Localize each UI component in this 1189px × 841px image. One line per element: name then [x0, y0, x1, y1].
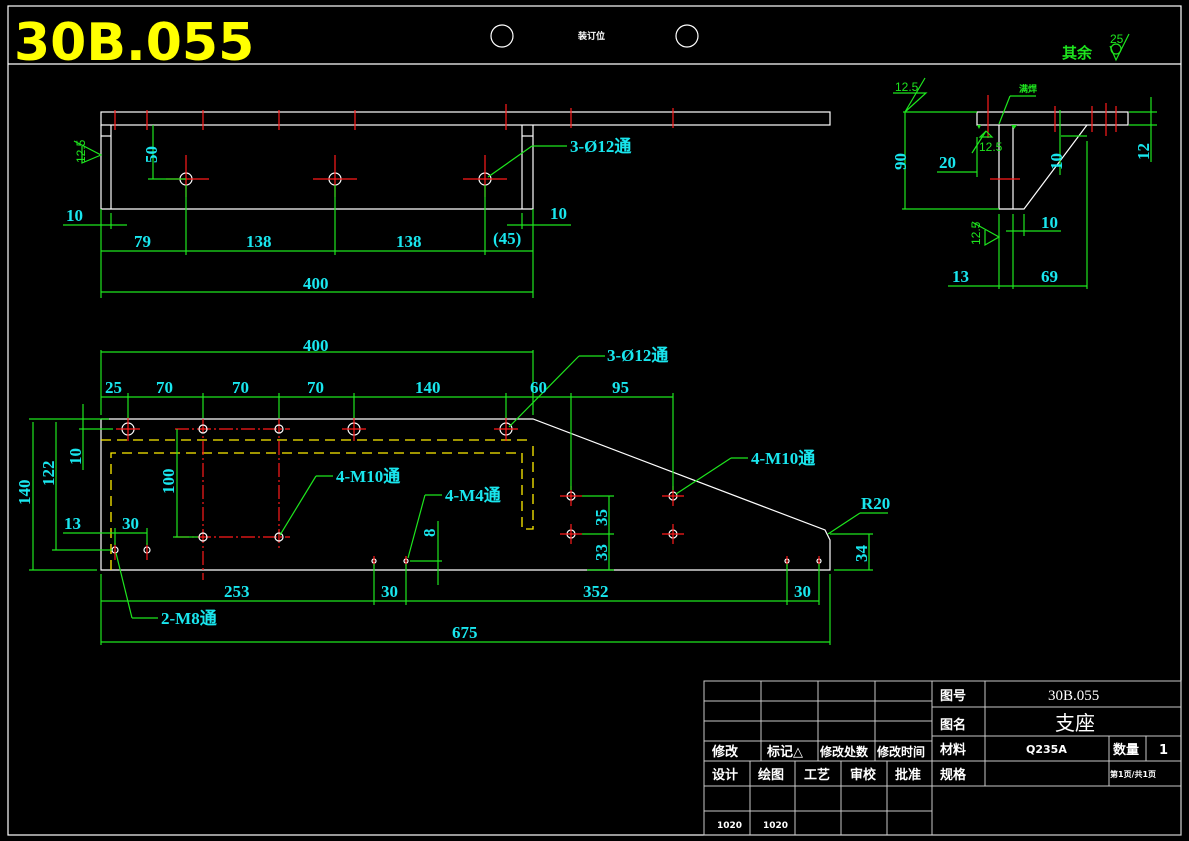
dim-70c: 70 [307, 378, 324, 397]
callout-holes: 3-Ø12通 [570, 137, 631, 156]
rev-header: 修改 [711, 744, 739, 760]
dim-33: 33 [592, 544, 611, 561]
dim-35: 35 [592, 509, 611, 526]
qty-label: 数量 [1113, 742, 1139, 758]
sign-header: 设计 [712, 767, 738, 783]
name-label: 图名 [940, 717, 966, 733]
roughness-value: 12.5 [74, 139, 88, 163]
name-value: 支座 [1055, 711, 1095, 735]
callout-holes-12: 3-Ø12通 [607, 346, 668, 365]
spec-label: 规格 [940, 767, 967, 783]
dim-95: 95 [612, 378, 629, 397]
hole-m10 [560, 524, 582, 544]
rev-header: 修改处数 [819, 744, 869, 759]
binding-hole-right [675, 24, 699, 48]
dim-70b: 70 [232, 378, 249, 397]
drawing-number-large: 30B.055 [14, 13, 254, 73]
dim-400: 400 [303, 336, 329, 355]
top-hole [166, 155, 209, 197]
dim-34: 34 [852, 545, 871, 563]
rev-header: 标记△ [766, 744, 803, 760]
dim-138b: 138 [396, 232, 422, 251]
hole-m10 [560, 486, 582, 506]
drawing-no-value: 30B.055 [1048, 688, 1099, 704]
dim-25: 25 [105, 378, 122, 397]
weld-note: 满焊 [1019, 83, 1037, 95]
hole-m10 [274, 532, 284, 542]
top-view: 50 10 79 138 138 (45) 10 400 3-Ø12通 12.5 [63, 104, 831, 298]
callout-m4: 4-M4通 [445, 486, 501, 505]
dim-13: 13 [952, 267, 969, 286]
dim-10: 10 [66, 448, 85, 465]
dim-12: 12 [1134, 143, 1153, 160]
dim-10-left: 10 [66, 206, 83, 225]
roughness-note: 其余 [1062, 44, 1093, 62]
binding-label: 装订位 [577, 30, 605, 42]
hole-12 [116, 417, 140, 441]
sign-header: 批准 [895, 767, 921, 783]
rev-header: 修改时间 [876, 744, 925, 759]
dim-140h: 140 [415, 378, 441, 397]
dim-30b: 30 [381, 582, 398, 601]
dim-70a: 70 [156, 378, 173, 397]
dim-90: 90 [891, 153, 910, 170]
dim-50: 50 [142, 146, 161, 163]
title-block: 修改 标记△ 修改处数 修改时间 设计 绘图 工艺 审校 批准 1020 102… [703, 680, 1182, 836]
sign-header: 审校 [850, 767, 877, 783]
material-value: Q235A [1026, 743, 1067, 756]
page-info: 第1页/共1页 [1110, 769, 1156, 779]
side-view: 满焊 12.5 12.5 12.5 90 20 10 12 10 13 69 [891, 77, 1157, 289]
dim-13: 13 [64, 514, 81, 533]
dim-140v: 140 [15, 480, 34, 506]
callout-radius: R20 [861, 494, 890, 513]
dim-10-bottom: 10 [1041, 213, 1058, 232]
dim-20: 20 [939, 153, 956, 172]
dim-30c: 30 [794, 582, 811, 601]
hole-m8 [143, 543, 151, 560]
binding-hole-left [490, 24, 514, 48]
dim-122: 122 [39, 461, 58, 487]
front-view: 400 25 70 70 70 140 60 95 10 100 140 122… [15, 336, 890, 645]
drawing-frame [7, 5, 1182, 836]
callout-m8: 2-M8通 [161, 609, 217, 628]
hole-m10 [662, 524, 684, 544]
svg-text:25: 25 [1110, 32, 1124, 46]
drawing-no-label: 图号 [940, 689, 966, 704]
roughness-top: 12.5 [895, 80, 919, 94]
dim-100: 100 [159, 469, 178, 495]
dim-10-right: 10 [550, 204, 567, 223]
dim-30a: 30 [122, 514, 139, 533]
hole-m10 [198, 532, 208, 542]
hole-m10 [198, 424, 208, 434]
qty-value: 1 [1159, 743, 1168, 758]
sign-value: 1020 [717, 821, 742, 831]
hole-m10 [274, 424, 284, 434]
sign-header: 工艺 [804, 767, 830, 783]
roughness-symbol-icon: 25 [1109, 32, 1130, 62]
dim-69: 69 [1041, 267, 1058, 286]
roughness-mid: 12.5 [979, 140, 1003, 154]
hole-12 [342, 417, 366, 441]
sign-header: 绘图 [758, 767, 784, 783]
dim-10-rib: 10 [1047, 153, 1066, 170]
dim-79: 79 [134, 232, 151, 251]
dim-45: (45) [493, 229, 521, 248]
callout-m10-left: 4-M10通 [336, 467, 400, 486]
material-label: 材料 [940, 742, 966, 758]
dim-253: 253 [224, 582, 250, 601]
dim-675: 675 [452, 623, 478, 642]
dim-400: 400 [303, 274, 329, 293]
dim-8: 8 [420, 529, 439, 538]
dim-138a: 138 [246, 232, 272, 251]
sign-value: 1020 [763, 821, 788, 831]
dim-60: 60 [530, 378, 547, 397]
roughness-bottom: 12.5 [969, 221, 983, 245]
callout-m10-right: 4-M10通 [751, 449, 815, 468]
hole-12 [494, 417, 518, 441]
dim-352: 352 [583, 582, 609, 601]
